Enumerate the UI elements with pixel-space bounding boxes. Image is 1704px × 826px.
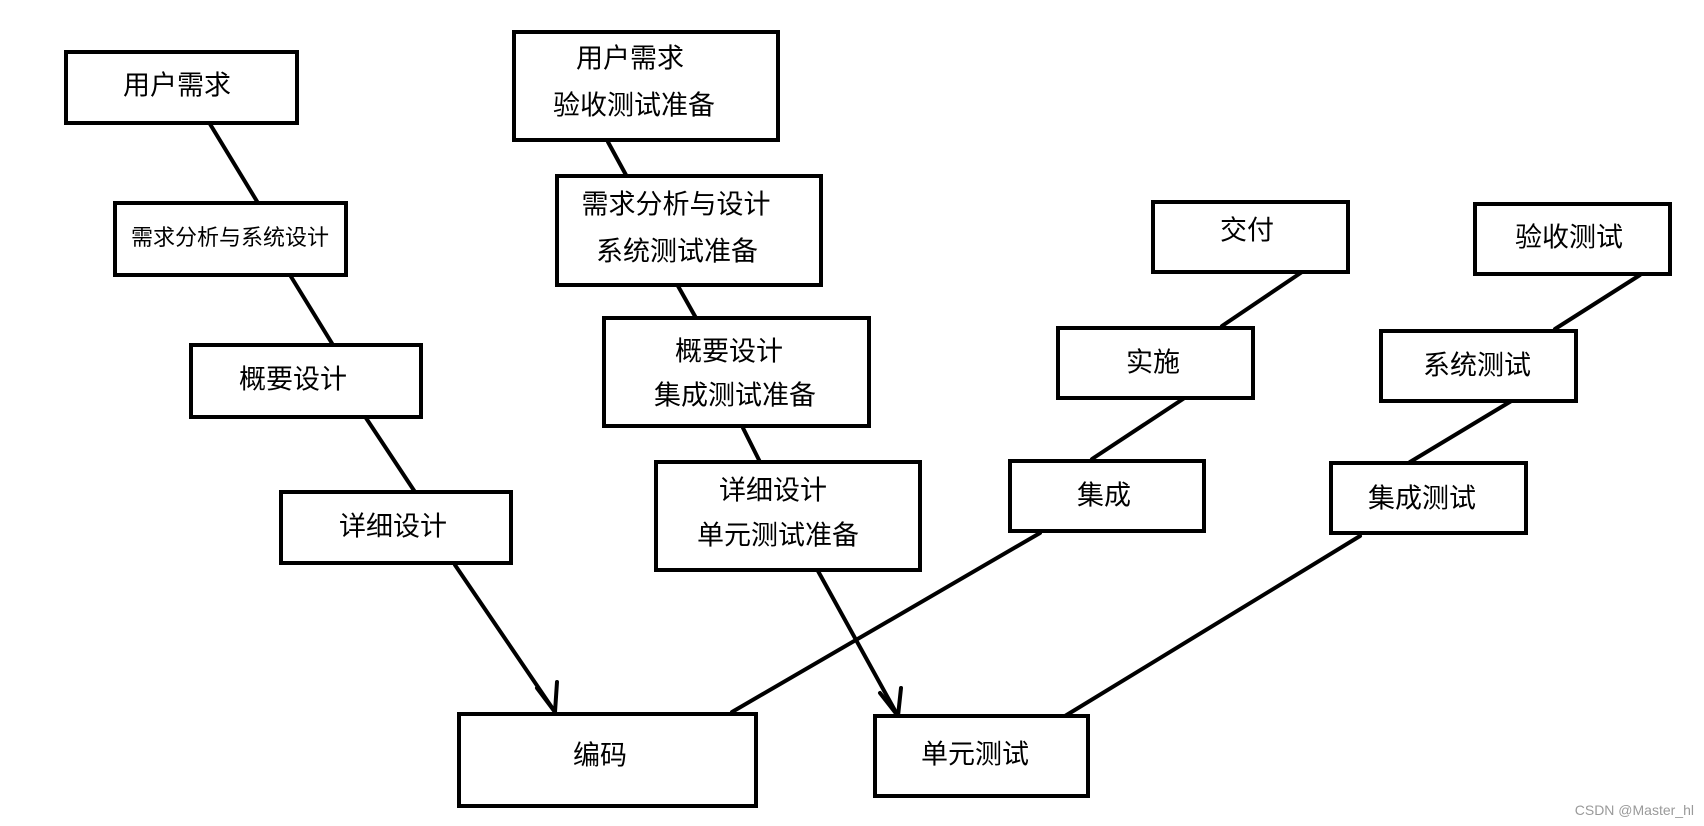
node-implementation: 实施 bbox=[1056, 326, 1255, 400]
edge-system-test-to-acceptance-test bbox=[1553, 273, 1642, 331]
node-label-line1: 概要设计 bbox=[675, 337, 783, 368]
node-label: 交付 bbox=[1220, 216, 1274, 247]
node-requirements-analysis: 需求分析与系统设计 bbox=[113, 201, 348, 277]
edge-unit-prep-to-unit-test bbox=[816, 569, 900, 718]
node-integration-test-prep: 概要设计 集成测试准备 bbox=[602, 316, 871, 428]
edge-acceptance-prep-to-system-prep bbox=[606, 140, 628, 177]
node-system-test-prep: 需求分析与设计 系统测试准备 bbox=[555, 174, 823, 287]
node-label: 验收测试 bbox=[1515, 223, 1623, 254]
node-label: 集成 bbox=[1077, 481, 1131, 512]
node-outline-design: 概要设计 bbox=[189, 343, 423, 419]
node-integration: 集成 bbox=[1008, 459, 1206, 533]
node-user-requirements: 用户需求 bbox=[64, 50, 299, 125]
edge-outline-to-detailed bbox=[364, 416, 417, 494]
node-label: 详细设计 bbox=[339, 512, 447, 543]
node-label-line2: 验收测试准备 bbox=[553, 91, 715, 122]
node-label-line2: 集成测试准备 bbox=[654, 381, 816, 412]
node-label-line2: 系统测试准备 bbox=[596, 237, 758, 268]
node-label: 系统测试 bbox=[1423, 351, 1531, 382]
node-label: 用户需求 bbox=[123, 71, 231, 102]
node-label: 编码 bbox=[573, 741, 627, 772]
node-unit-test: 单元测试 bbox=[873, 714, 1090, 798]
edge-implementation-to-delivery bbox=[1220, 270, 1304, 328]
edge-req-analysis-to-outline bbox=[288, 273, 335, 347]
node-acceptance-prep: 用户需求 验收测试准备 bbox=[512, 30, 780, 142]
edge-integration-test-to-system-test bbox=[1408, 398, 1515, 464]
edges bbox=[208, 122, 1642, 718]
edge-unit-test-to-integration-test bbox=[1063, 534, 1362, 718]
node-integration-test: 集成测试 bbox=[1329, 461, 1528, 535]
edge-system-prep-to-integration-prep bbox=[676, 284, 698, 320]
node-label-line1: 详细设计 bbox=[719, 476, 827, 507]
node-label: 需求分析与系统设计 bbox=[131, 226, 329, 251]
node-unit-test-prep: 详细设计 单元测试准备 bbox=[654, 460, 922, 572]
node-system-test: 系统测试 bbox=[1379, 329, 1578, 403]
node-label: 单元测试 bbox=[921, 740, 1029, 771]
edge-integration-to-implementation bbox=[1090, 395, 1188, 461]
node-label: 集成测试 bbox=[1368, 484, 1476, 515]
watermark-text: CSDN @Master_hl bbox=[1575, 802, 1694, 818]
node-label-line1: 需求分析与设计 bbox=[582, 190, 771, 221]
edge-user-req-to-req-analysis bbox=[208, 122, 260, 205]
node-coding: 编码 bbox=[457, 712, 758, 808]
node-acceptance-test: 验收测试 bbox=[1473, 202, 1672, 276]
node-delivery: 交付 bbox=[1151, 200, 1350, 274]
edge-coding-to-integration bbox=[730, 531, 1042, 714]
node-detailed-design: 详细设计 bbox=[279, 490, 513, 565]
edge-integration-prep-to-unit-prep bbox=[741, 426, 762, 464]
node-label: 概要设计 bbox=[239, 365, 347, 396]
node-label-line2: 单元测试准备 bbox=[697, 521, 859, 552]
node-label: 实施 bbox=[1126, 348, 1180, 379]
node-label-line1: 用户需求 bbox=[576, 44, 684, 75]
